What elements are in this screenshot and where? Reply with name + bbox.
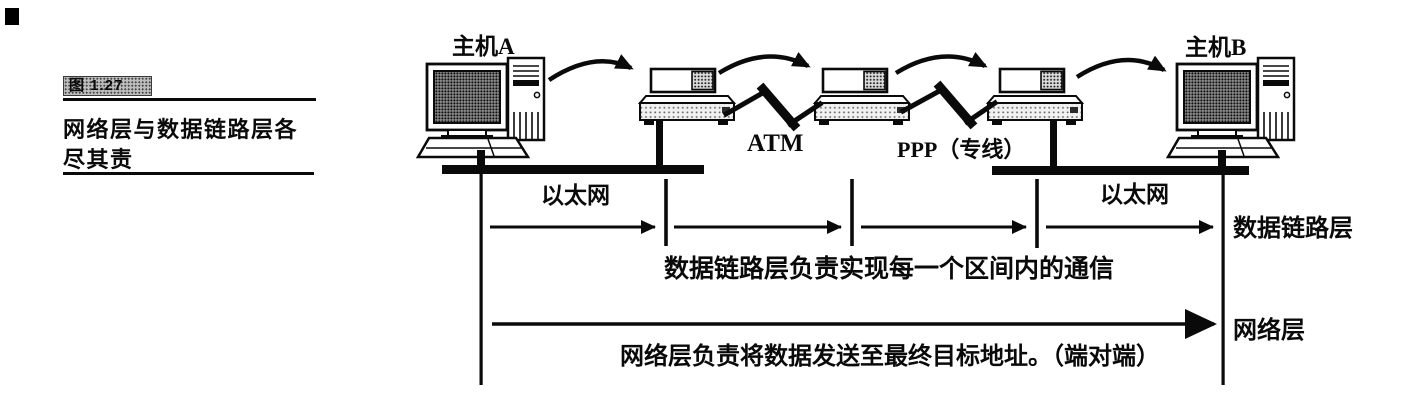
ethernet-bus-left	[442, 165, 704, 174]
ethernet-bus-right	[992, 166, 1249, 175]
router-1-icon	[639, 95, 735, 126]
atm-link-bolt	[722, 82, 824, 132]
packet-2-icon	[821, 67, 889, 94]
figure-caption-line2: 尽其责	[63, 147, 134, 172]
hop-arc-4	[1075, 55, 1167, 79]
router-1-leg	[656, 120, 663, 168]
host-b-illustration	[1166, 56, 1296, 159]
router-3-leg	[1050, 120, 1057, 170]
host-a-illustration	[416, 56, 546, 159]
router-2-icon	[814, 95, 910, 126]
host-a-drop-leg	[477, 150, 485, 168]
datalink-layer-label: 数据链路层	[1233, 216, 1353, 242]
corner-mark	[5, 8, 19, 25]
hop-arc-3	[894, 51, 988, 75]
packet-1-icon	[649, 67, 717, 94]
ppp-link-label: PPP（专线）	[897, 137, 1026, 162]
host-b-drop-leg	[1218, 150, 1226, 168]
packet-3-icon	[998, 67, 1066, 94]
network-responsibility-note: 网络层负责将数据发送至最终目标地址。（端对端）	[620, 344, 1160, 370]
network-layer-label: 网络层	[1233, 318, 1305, 344]
figure-caption-line1: 网络层与数据链路层各	[63, 117, 299, 142]
host-b-label: 主机B	[1185, 35, 1247, 60]
ethernet-right-label: 以太网	[1100, 182, 1169, 207]
figure-rule-bottom	[63, 172, 314, 175]
router-3-icon	[987, 95, 1083, 126]
figure-rule-top	[63, 98, 316, 101]
ppp-link-bolt	[899, 80, 999, 130]
ethernet-left-label: 以太网	[541, 183, 610, 208]
hop-arc-2	[717, 51, 811, 75]
host-b-boundary-line	[1221, 174, 1225, 385]
figure-number-box: 图 1.27	[63, 76, 152, 96]
host-a-boundary-line	[479, 174, 483, 385]
host-a-label: 主机A	[452, 34, 515, 59]
datalink-responsibility-note: 数据链路层负责实现每一个区间内的通信	[664, 256, 1115, 283]
hop-arc-1	[547, 54, 634, 82]
atm-link-label: ATM	[747, 130, 804, 157]
